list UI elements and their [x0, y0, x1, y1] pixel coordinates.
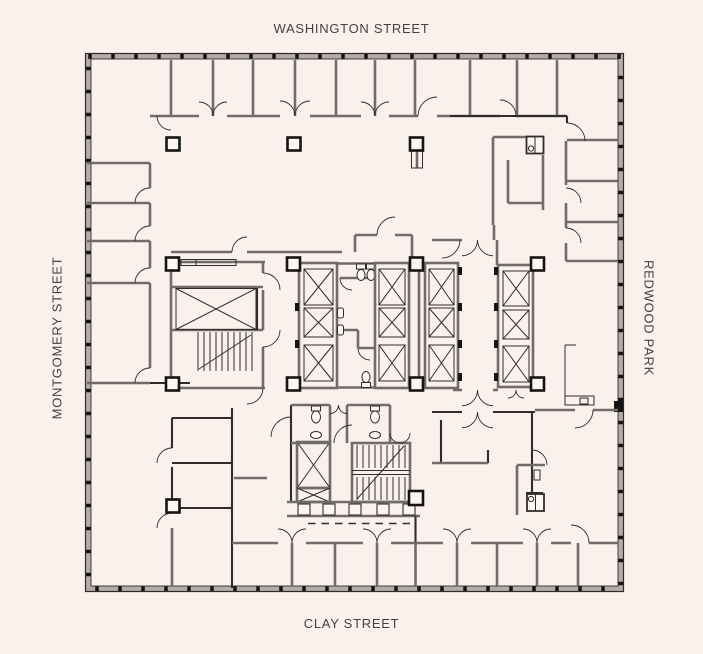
- perimeter-offices-left: [87, 161, 190, 385]
- counter: [564, 344, 595, 406]
- core-south-wall: [287, 500, 420, 543]
- door-arcs-right: [565, 122, 586, 244]
- toilet-icon: [311, 405, 380, 424]
- street-label-washington: WASHINGTON STREET: [273, 21, 430, 36]
- sink-icon: [525, 135, 545, 155]
- urinal-icon: [337, 307, 344, 336]
- street-label-clay: CLAY STREET: [303, 616, 400, 631]
- central-elevator-core: [295, 261, 535, 407]
- stairwell: [197, 332, 253, 371]
- elevator-bank-2: [373, 261, 411, 390]
- toilet-icon: [356, 263, 376, 388]
- southeast-rooms: [432, 408, 618, 515]
- core-restrooms: [337, 262, 376, 389]
- freight-elevator: [175, 288, 259, 330]
- door-arcs-left: [134, 187, 151, 384]
- perimeter-rooms-bottom: [156, 408, 618, 588]
- elevator-lobby: [453, 388, 525, 407]
- south-core: [270, 403, 420, 543]
- northwest-stair-core: [169, 259, 281, 405]
- elevator-bank-1: [295, 261, 339, 390]
- elevator-bank-4: [494, 263, 535, 389]
- kitchenette-sink-icon: [526, 493, 545, 512]
- perimeter-offices-right: [450, 114, 618, 406]
- core-vestibule: [171, 147, 499, 265]
- copy-room: [491, 135, 545, 225]
- wall-reinforcement: [614, 401, 623, 412]
- south-restrooms: [291, 403, 392, 443]
- elevator-bank-3: [423, 261, 462, 390]
- sink-icon: [310, 431, 381, 439]
- structural-columns: [164, 136, 546, 514]
- west-meeting-rooms: [156, 416, 232, 510]
- window-mullion-ticks: [85, 53, 624, 592]
- cabinet: [180, 259, 237, 266]
- outer-wall: [84, 52, 625, 593]
- south-freight-elevator: [295, 440, 332, 504]
- door-arcs-bottom: [156, 512, 590, 544]
- door-arcs-top: [156, 96, 517, 131]
- south-stairwell: [291, 424, 412, 504]
- perimeter-offices-top: [150, 60, 567, 131]
